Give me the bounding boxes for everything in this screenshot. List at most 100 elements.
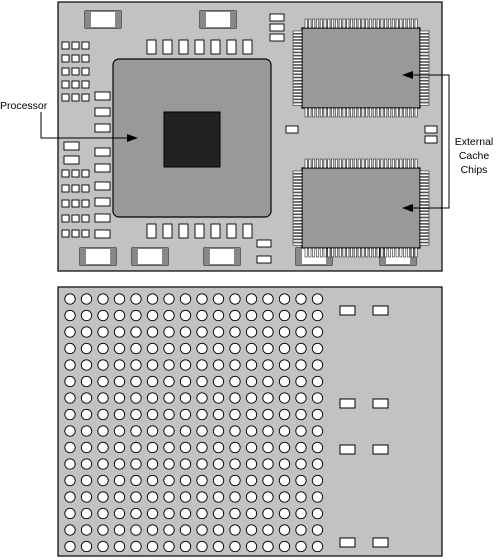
pad — [339, 305, 356, 316]
chip-lead — [292, 192, 303, 196]
solder-ball — [97, 392, 109, 404]
solder-ball — [97, 524, 109, 536]
solder-ball — [179, 392, 192, 404]
solder-ball — [97, 474, 109, 487]
chip-lead — [312, 18, 316, 29]
chip-lead — [391, 107, 395, 118]
smd-component — [424, 135, 438, 144]
smd-component — [162, 223, 173, 239]
solder-ball — [295, 507, 307, 520]
solder-ball — [80, 474, 93, 487]
chip-lead — [357, 18, 361, 29]
chip-lead — [419, 71, 430, 75]
solder-ball — [113, 293, 126, 305]
chip-lead — [369, 247, 372, 258]
solder-ball — [295, 441, 307, 454]
solder-ball — [245, 524, 258, 536]
chip-lead — [399, 18, 403, 29]
smd-component — [81, 169, 90, 178]
solder-ball — [278, 474, 291, 487]
solder-ball — [262, 441, 274, 454]
chip-lead — [331, 247, 335, 258]
solder-ball — [146, 408, 159, 421]
chip-lead — [354, 158, 357, 169]
solder-ball — [113, 474, 126, 487]
smd-component — [61, 229, 70, 238]
solder-ball — [64, 375, 76, 388]
solder-ball — [113, 326, 126, 338]
chip-lead — [316, 158, 319, 169]
solder-ball — [262, 309, 274, 322]
solder-ball — [262, 375, 274, 388]
smd-component — [63, 155, 80, 165]
chip-lead — [419, 65, 430, 68]
solder-ball — [196, 392, 208, 404]
solder-ball — [278, 441, 291, 454]
solder-ball — [97, 326, 109, 338]
solder-ball — [80, 540, 93, 553]
chip-lead — [419, 180, 430, 183]
solder-ball — [295, 375, 307, 388]
solder-ball — [163, 491, 175, 503]
chip-lead — [308, 247, 312, 258]
solder-ball — [262, 507, 274, 520]
chip-lead — [292, 40, 303, 43]
chip-lead — [292, 170, 303, 174]
chip-lead — [376, 107, 380, 118]
solder-ball — [212, 540, 225, 553]
chip-lead — [292, 180, 303, 183]
bottom-pads — [339, 305, 389, 548]
solder-ball — [262, 474, 274, 487]
smd-component — [81, 184, 90, 193]
solder-ball — [163, 524, 175, 536]
chip-lead — [357, 247, 361, 258]
chip-lead — [419, 189, 430, 193]
chip-lead — [419, 58, 430, 62]
smd-component — [256, 255, 272, 264]
solder-ball — [229, 491, 241, 503]
chip-lead — [419, 93, 430, 97]
solder-ball — [130, 359, 142, 371]
chip-lead — [292, 46, 303, 50]
solder-ball — [163, 293, 175, 305]
chip-lead — [331, 158, 335, 169]
chip-lead — [342, 158, 346, 169]
solder-ball — [146, 359, 159, 371]
solder-ball — [245, 293, 258, 305]
chip-lead — [419, 242, 430, 246]
solder-ball — [262, 342, 274, 355]
chip-lead — [410, 158, 414, 169]
solder-ball — [64, 309, 76, 322]
solder-ball — [113, 441, 126, 454]
solder-ball — [295, 524, 307, 536]
chip-lead — [350, 107, 353, 118]
solder-ball — [97, 425, 109, 437]
chip-lead — [331, 107, 335, 118]
chip-lead — [342, 247, 346, 258]
smd-component — [424, 125, 438, 134]
solder-ball — [229, 408, 241, 421]
solder-ball — [179, 441, 192, 454]
chip-lead — [419, 198, 430, 202]
ball-grid-array — [64, 293, 324, 553]
chip-lead — [292, 102, 303, 106]
solder-ball — [245, 540, 258, 553]
solder-ball — [130, 441, 142, 454]
chip-lead — [292, 236, 303, 240]
chip-lead — [354, 247, 357, 258]
smd-component — [194, 39, 205, 55]
solder-ball — [278, 375, 291, 388]
chip-lead — [304, 247, 308, 258]
solder-ball — [229, 309, 241, 322]
chip-lead — [419, 211, 430, 215]
chip-lead — [414, 18, 418, 29]
solder-ball — [80, 392, 93, 404]
chip-lead — [419, 192, 430, 196]
smd-component — [94, 107, 111, 117]
solder-ball — [163, 342, 175, 355]
chip-lead — [419, 37, 430, 40]
solder-ball — [146, 540, 159, 553]
solder-ball — [163, 507, 175, 520]
chip-lead — [292, 214, 303, 218]
solder-ball — [146, 425, 159, 437]
